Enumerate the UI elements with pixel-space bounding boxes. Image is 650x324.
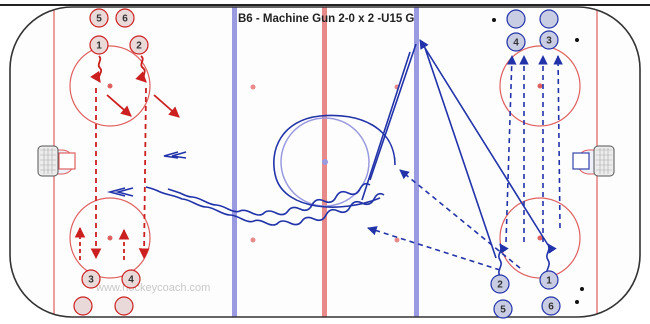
svg-text:4: 4 [128,275,134,286]
goal-box-right [572,152,590,170]
red-player [114,296,134,316]
blue-pass [505,55,517,243]
blue-skate-loop [273,114,396,208]
rink [10,7,640,317]
blue-player: 2 [490,274,510,294]
faceoff-circle-right-top [499,45,581,127]
blue-player [521,248,537,264]
rink-boards [9,6,641,318]
center-circle [280,117,370,207]
svg-text:4: 4 [513,38,519,49]
red-player: 6 [115,8,135,28]
blue-player: 5 [493,299,513,319]
corner-dots [492,18,584,304]
svg-text:2: 2 [497,280,503,291]
faceoff-circle-left-top [69,45,151,127]
svg-text:6: 6 [548,302,554,313]
faceoff-dot [537,83,543,89]
blue-arrowhead [171,151,187,159]
svg-text:6: 6 [122,14,128,25]
net-right [593,145,615,177]
blue-player: 4 [506,32,526,52]
neutral-dot [394,237,400,243]
blue-skate [361,51,411,201]
red-player [73,296,93,316]
blue-player [506,9,526,29]
red-player: 1 [89,35,109,55]
red-skate [153,94,180,118]
svg-text:3: 3 [546,36,552,47]
red-players: 5 6 1 2 3 4 [73,8,149,316]
faceoff-dot [107,83,113,89]
blue-skate [424,47,497,259]
center-dot [322,159,328,165]
blue-pass-diagonal [399,169,521,269]
net-left [37,145,59,177]
faceoff-dot [107,235,113,241]
blue-player: 1 [539,270,559,290]
red-pass [138,87,150,260]
svg-text:3: 3 [88,275,94,286]
faceoff-circle-left-bottom [69,197,151,279]
svg-text:1: 1 [96,41,102,52]
watermark: www.hockeycoach.com [95,282,210,294]
blue-puck-carry [145,186,385,226]
svg-text:2: 2 [136,41,142,52]
blue-players: 4 3 2 1 5 6 [490,9,561,319]
red-team-routes [74,55,180,260]
svg-text:1: 1 [546,276,552,287]
svg-text:5: 5 [500,305,506,316]
blue-player [539,9,559,29]
blue-skate-start [498,243,509,277]
faceoff-dot [537,235,543,241]
neutral-dot [250,237,256,243]
neutral-dot [250,84,256,90]
drill-title: B6 - Machine Gun 2-0 x 2 -U15 G [238,13,414,25]
blue-skate [419,39,549,246]
blue-pass [553,55,563,229]
red-skate-start [135,55,147,83]
blue-arrowhead [106,187,126,197]
blue-player: 3 [539,30,559,50]
red-player: 3 [81,269,101,289]
blue-line-right [414,7,419,317]
svg-text:5: 5 [96,14,102,25]
red-skate [106,94,132,117]
blue-skate [369,43,417,181]
blue-arrowhead [163,151,179,159]
blue-arrowhead [114,187,134,197]
blue-puck-carry [167,182,371,216]
red-skate-start [90,55,103,83]
blue-team-routes [106,39,563,277]
red-player: 4 [121,269,141,289]
goal-box-left [58,152,76,170]
blue-player: 6 [541,296,561,316]
red-player: 5 [89,8,109,28]
red-player: 2 [129,35,149,55]
blue-line-left [232,7,237,317]
